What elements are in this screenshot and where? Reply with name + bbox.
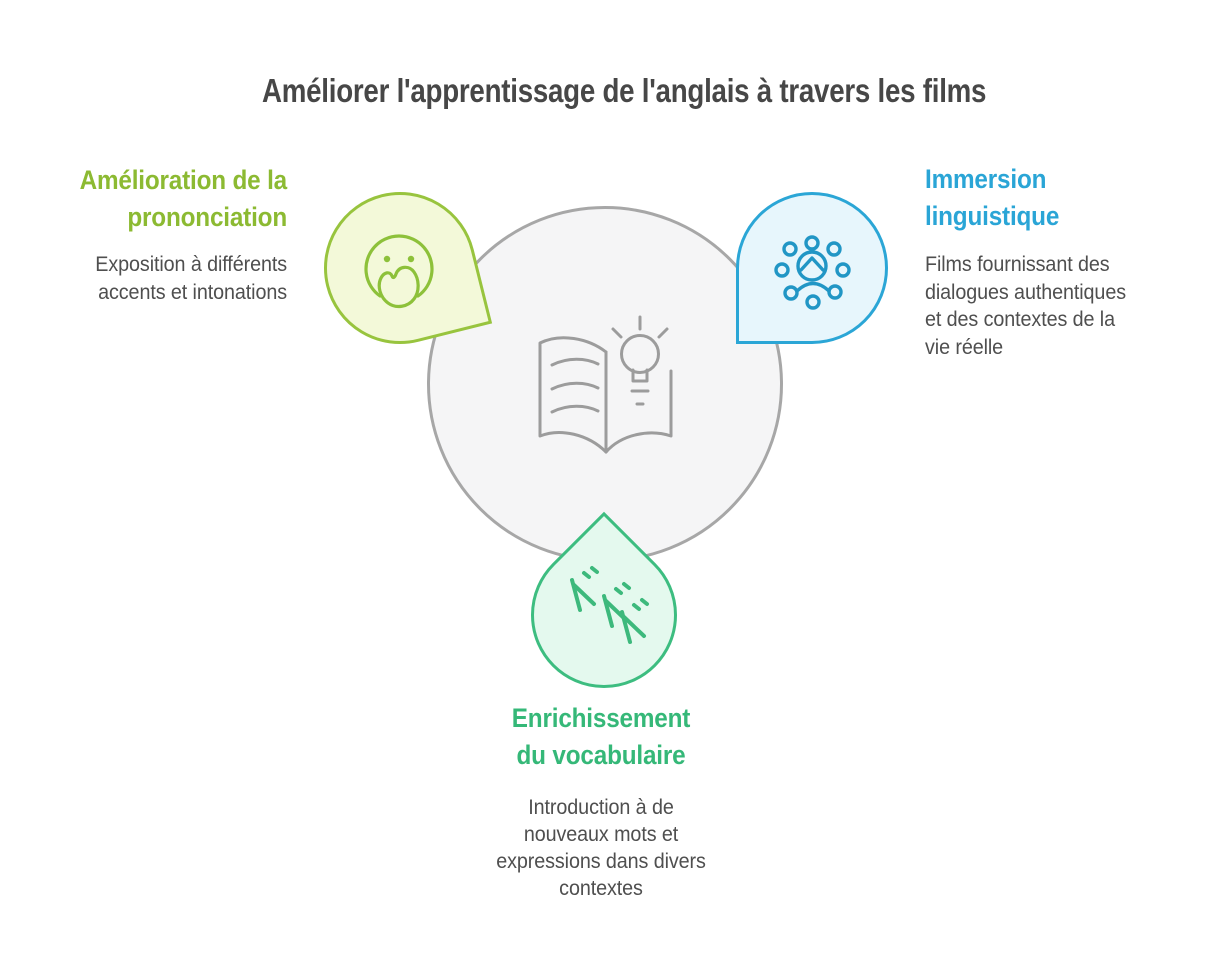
heading-line: Immersion [925,164,1047,194]
body-line: expressions dans divers [496,850,706,873]
immersion-bubble [736,192,888,344]
body-line: Films fournissant des [925,253,1110,276]
pronunciation-heading: Amélioration de la prononciation [56,162,288,236]
body-line: contextes [559,877,643,900]
body-line: nouveaux mots et [523,823,679,846]
page-title-text: Améliorer l'apprentissage de l'anglais à… [262,72,987,109]
body-line: Introduction à de [528,796,674,819]
body-line: Exposition à différents [95,253,287,276]
vocabulary-description: Introduction à de nouveaux mots et expre… [432,794,770,902]
body-line: accents et intonations [98,280,287,304]
heading-line: du vocabulaire [516,740,686,770]
body-line: dialogues authentiques [925,280,1126,304]
heading-line: Amélioration de la [79,165,288,195]
central-circle [427,206,783,562]
vocabulary-heading: Enrichissement du vocabulaire [439,700,763,774]
heading-line: Enrichissement [511,703,691,733]
body-line: et des contextes de la [925,308,1115,331]
immersion-heading: Immersion linguistique [925,161,1177,235]
pronunciation-description: Exposition à différents accents et inton… [45,251,287,306]
heading-line: linguistique [925,201,1060,231]
body-line: vie réelle [925,335,1004,359]
immersion-description: Films fournissant des dialogues authenti… [925,251,1188,361]
heading-line: prononciation [127,202,287,232]
page-title: Améliorer l'apprentissage de l'anglais à… [0,72,1211,110]
